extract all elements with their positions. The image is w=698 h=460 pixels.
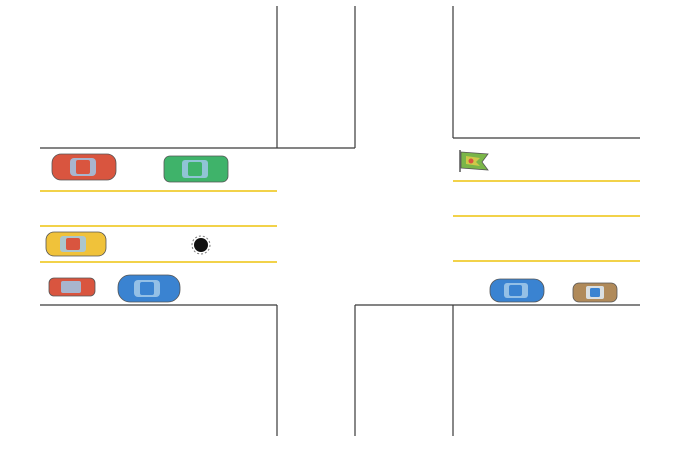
flag-icon [459,150,489,172]
car-green [163,155,229,183]
car-red-1 [51,153,117,181]
pothole-icon [191,235,211,255]
car-yellow [45,231,107,257]
car-blue-1 [117,274,181,303]
car-blue-2 [489,278,545,303]
lane-markings [40,180,640,263]
road-edges [40,6,640,436]
vehicles [45,153,618,303]
car-tan [572,282,618,303]
car-red-2 [48,277,96,297]
